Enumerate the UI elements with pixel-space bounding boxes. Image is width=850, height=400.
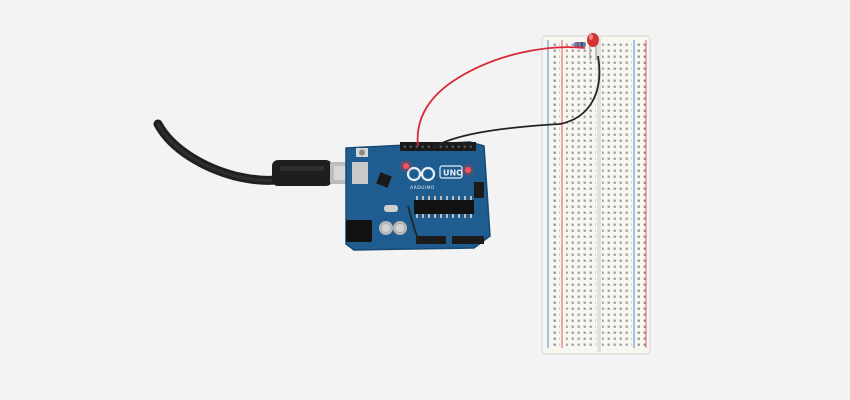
model-label-box <box>439 165 463 179</box>
black-jumper-lead <box>407 205 421 245</box>
usb-jack <box>352 162 368 184</box>
terminal-strip-right <box>602 42 632 346</box>
crystal <box>384 205 398 212</box>
right-power-rail <box>636 42 646 346</box>
usb-plug-boot <box>272 160 332 186</box>
analog-header <box>452 236 484 244</box>
power-jack <box>346 220 372 242</box>
arduino-logo <box>406 166 436 182</box>
power-header <box>416 236 446 244</box>
left-power-rail <box>550 42 560 346</box>
black-jumper-wire <box>431 55 601 149</box>
status-led <box>465 167 471 173</box>
arduino-board: ARDUINO UNO <box>345 141 491 251</box>
breadboard <box>541 35 651 355</box>
brand-mark: ARDUINO <box>410 185 435 191</box>
microcontroller-chip <box>414 200 474 214</box>
led <box>587 33 599 60</box>
usb-chip <box>376 172 392 188</box>
model-label: UNO <box>443 169 463 178</box>
icsp-header <box>474 182 484 198</box>
power-led <box>403 163 409 169</box>
terminal-strip-left <box>566 42 596 346</box>
resistor <box>574 42 586 47</box>
center-channel <box>597 38 601 352</box>
red-jumper-wire <box>416 46 586 147</box>
